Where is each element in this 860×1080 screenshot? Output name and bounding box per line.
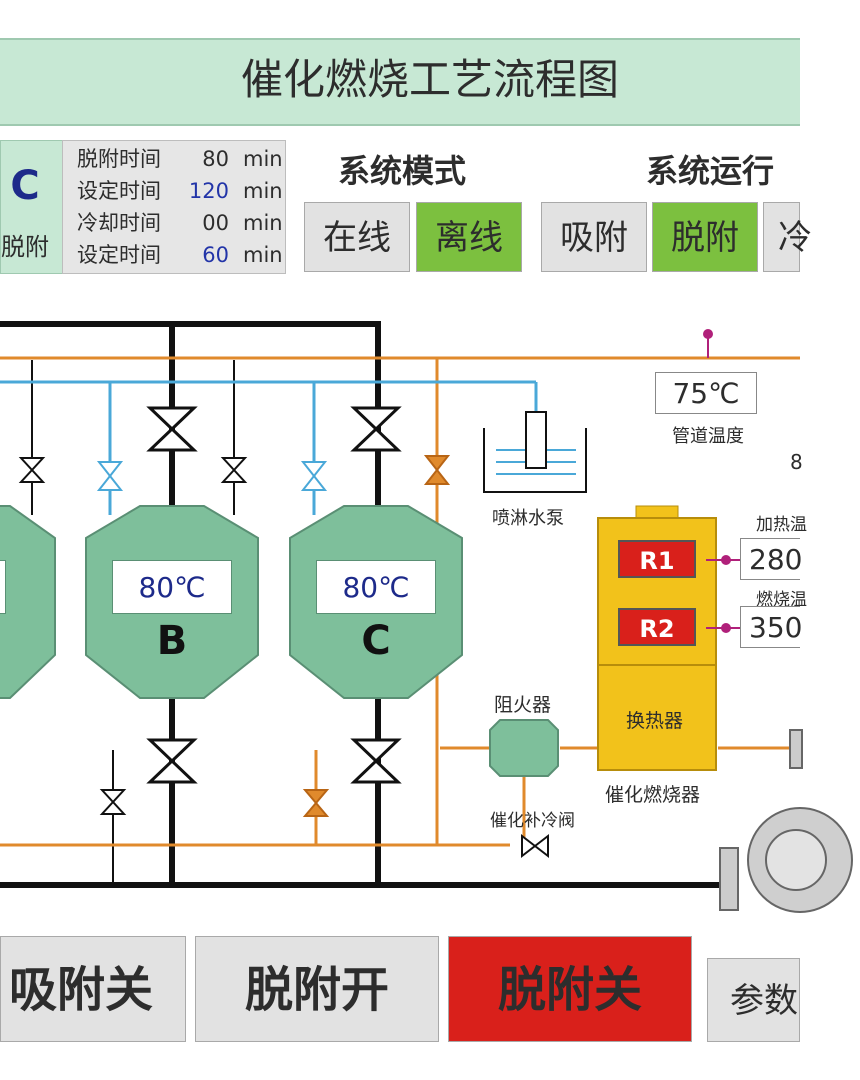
- tank-b-label: B: [156, 618, 188, 664]
- time-panel: 脱附时间 80 min 设定时间 120 min 冷却时间 00 min 设定时间 60 min: [62, 140, 286, 274]
- flame-arrestor: [489, 719, 559, 777]
- time-label: 设定时间: [77, 179, 161, 203]
- tank-a: [0, 505, 56, 699]
- title-bar: [0, 38, 800, 126]
- pipe-temp-label: 管道温度: [672, 426, 744, 447]
- time-setpoint-input[interactable]: 60: [202, 243, 229, 267]
- mode-online-button[interactable]: 在线: [304, 202, 410, 272]
- r2-temp-display: 350: [740, 606, 802, 648]
- flame-arrestor-label: 阻火器: [494, 694, 552, 716]
- time-row: 脱附时间 80 min: [77, 143, 283, 175]
- mode-offline-button[interactable]: 离线: [416, 202, 522, 272]
- gate-valves: [146, 406, 402, 784]
- time-row: 设定时间 120 min: [77, 175, 283, 207]
- r1-temp-label: 加热温: [756, 515, 807, 535]
- r-sensors: [706, 555, 740, 633]
- params-button[interactable]: 参数: [707, 958, 800, 1042]
- partial-readout: 8: [790, 450, 803, 474]
- time-row: 设定时间 60 min: [77, 239, 283, 271]
- current-mode-indicator: 脱附: [1, 233, 49, 261]
- pipe-temp-display: 75℃: [655, 372, 757, 414]
- adsorb-off-button[interactable]: 吸附关: [0, 936, 186, 1042]
- time-unit: min: [243, 243, 283, 267]
- run-cool-button[interactable]: 冷: [763, 202, 812, 272]
- adsorb-off-label: 吸附关: [8, 962, 153, 1018]
- time-label: 设定时间: [77, 243, 161, 267]
- spray-pump-label: 喷淋水泵: [492, 508, 564, 529]
- current-status-panel: C 脱附: [0, 140, 64, 274]
- time-unit: min: [243, 147, 283, 171]
- time-row: 冷却时间 00 min: [77, 207, 283, 239]
- catalytic-burner-label: 催化燃烧器: [605, 784, 701, 806]
- spray-pump: [483, 411, 587, 493]
- system-mode-title: 系统模式: [338, 152, 467, 190]
- time-label: 冷却时间: [77, 211, 161, 235]
- system-run-title: 系统运行: [646, 152, 775, 190]
- current-tank-indicator: C: [10, 163, 40, 209]
- r2-temp-label: 燃烧温: [756, 590, 807, 610]
- blue-valves: [96, 461, 328, 491]
- run-adsorb-button[interactable]: 吸附: [541, 202, 647, 272]
- catalytic-valve-label: 催化补冷阀: [490, 811, 575, 831]
- r1-temp-display: 280: [740, 538, 802, 580]
- desorb-on-button[interactable]: 脱附开: [195, 936, 439, 1042]
- time-setpoint-input[interactable]: 120: [188, 179, 229, 203]
- page-title: 催化燃烧工艺流程图: [240, 55, 619, 104]
- time-label: 脱附时间: [77, 147, 161, 171]
- tank-c-label: C: [361, 618, 391, 664]
- time-unit: min: [243, 211, 283, 235]
- time-unit: min: [243, 179, 283, 203]
- fan: [719, 729, 853, 913]
- blue-pipes: [0, 380, 538, 515]
- branch-pipes: [31, 360, 235, 885]
- time-value: 80: [202, 147, 229, 171]
- small-valves: [18, 457, 549, 859]
- r1-indicator: R1: [618, 540, 696, 578]
- desorb-off-button[interactable]: 脱附关: [448, 936, 692, 1042]
- tank-b-temp: 80℃: [112, 560, 232, 614]
- tank-c-temp: 80℃: [316, 560, 436, 614]
- heat-exchanger-label: 换热器: [626, 710, 684, 732]
- orange-valves: [302, 455, 451, 817]
- orange-pipes: [0, 356, 800, 847]
- pipe-temp-sensor: [703, 329, 713, 358]
- r2-indicator: R2: [618, 608, 696, 646]
- tank-a-temp: ℃: [0, 560, 6, 614]
- time-value: 00: [202, 211, 229, 235]
- run-desorb-button[interactable]: 脱附: [652, 202, 758, 272]
